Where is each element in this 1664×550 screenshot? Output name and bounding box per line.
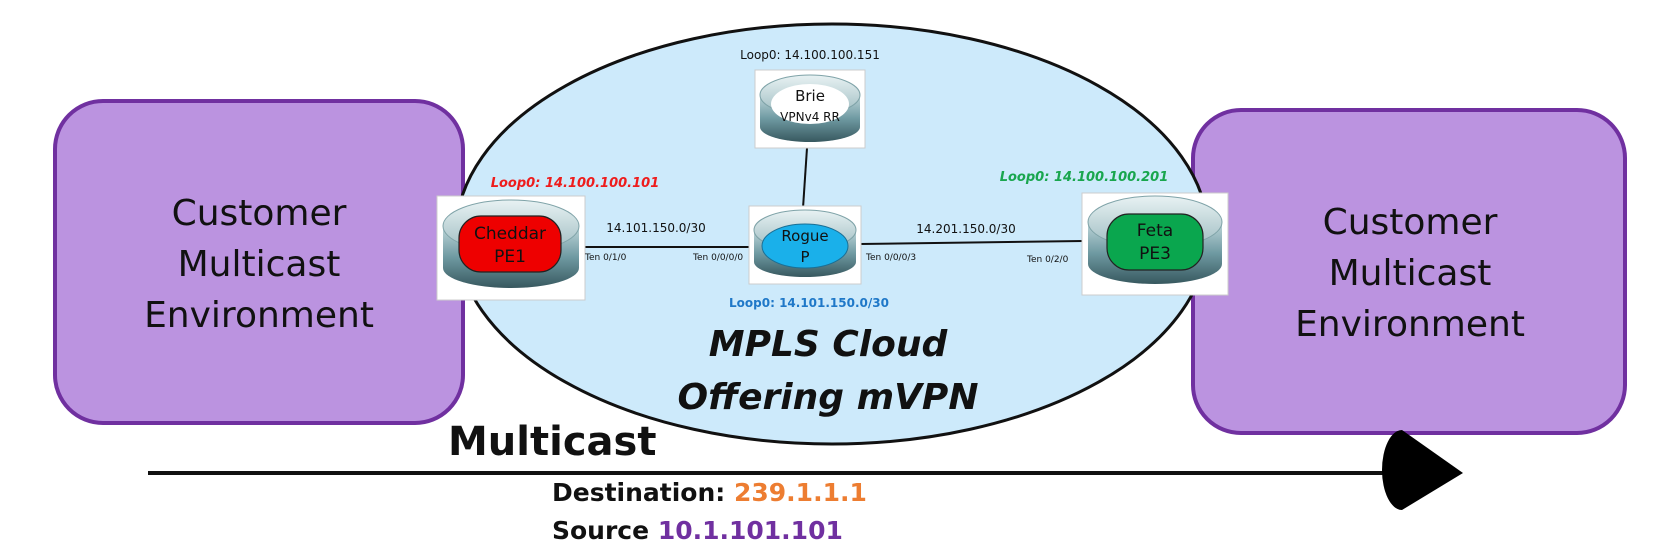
destination-label: Destination: 239.1.1.1 bbox=[552, 478, 867, 507]
router-brie-role: VPNv4 RR bbox=[780, 110, 840, 124]
router-rogue-name: Rogue bbox=[781, 227, 828, 245]
router-cheddar-badge bbox=[458, 215, 562, 273]
destination-label-text: Destination: bbox=[552, 478, 725, 507]
router-cheddar-name: Cheddar bbox=[474, 224, 546, 244]
router-rogue-badge bbox=[761, 223, 849, 269]
router-feta: Feta PE3 bbox=[1081, 192, 1229, 296]
router-brie-badge bbox=[771, 84, 849, 124]
router-cheddar-role: PE1 bbox=[494, 247, 526, 267]
router-brie: Brie VPNv4 RR bbox=[754, 69, 866, 149]
source-label-text: Source bbox=[552, 516, 649, 545]
left-env-line-3: Environment bbox=[144, 295, 374, 336]
link-rogue-feta bbox=[859, 240, 1084, 245]
right-env-line-1: Customer bbox=[1323, 202, 1498, 243]
cloud-title-line-1: MPLS Cloud bbox=[709, 324, 949, 365]
right-link-subnet: 14.201.150.0/30 bbox=[916, 222, 1015, 236]
source-value: 10.1.101.101 bbox=[658, 516, 843, 545]
router-cheddar: Cheddar PE1 bbox=[436, 195, 586, 301]
router-feta-role: PE3 bbox=[1139, 244, 1171, 264]
right-link-if-b: Ten 0/2/0 bbox=[1026, 255, 1069, 265]
left-link-if-b: Ten 0/0/0/0 bbox=[692, 253, 743, 263]
destination-value: 239.1.1.1 bbox=[734, 478, 867, 507]
cheddar-loopback-label: Loop0: 14.100.100.101 bbox=[491, 176, 660, 191]
left-link-if-a: Ten 0/1/0 bbox=[584, 253, 627, 263]
router-rogue: Rogue P bbox=[748, 205, 862, 285]
right-link-if-a: Ten 0/0/0/3 bbox=[865, 253, 916, 263]
right-env-line-3: Environment bbox=[1295, 304, 1525, 345]
multicast-arrow-head bbox=[1382, 430, 1463, 510]
link-brie-rogue bbox=[802, 147, 808, 209]
router-rogue-role: P bbox=[800, 248, 809, 266]
router-brie-name: Brie bbox=[795, 87, 825, 105]
source-label: Source 10.1.101.101 bbox=[552, 516, 843, 545]
rogue-loopback-label: Loop0: 14.101.150.0/30 bbox=[729, 296, 889, 310]
brie-loopback-label: Loop0: 14.100.100.151 bbox=[740, 48, 880, 62]
feta-loopback-label: Loop0: 14.100.100.201 bbox=[1000, 170, 1169, 185]
right-env-line-2: Multicast bbox=[1329, 253, 1492, 294]
router-feta-name: Feta bbox=[1137, 221, 1173, 241]
left-link-subnet: 14.101.150.0/30 bbox=[606, 221, 705, 235]
left-env-line-2: Multicast bbox=[178, 244, 341, 285]
router-feta-badge bbox=[1106, 213, 1204, 271]
multicast-title: Multicast bbox=[448, 419, 656, 465]
left-env-line-1: Customer bbox=[172, 193, 347, 234]
cloud-title-line-2: Offering mVPN bbox=[678, 377, 979, 418]
